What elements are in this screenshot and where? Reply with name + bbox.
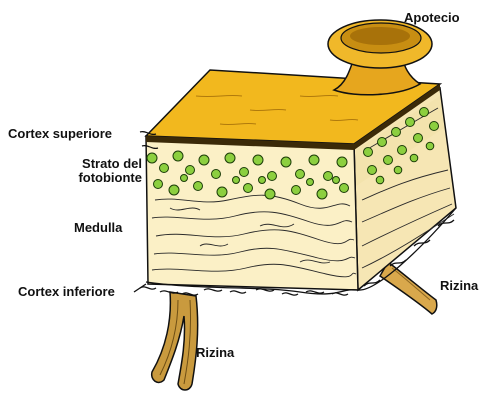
label-medulla: Medulla bbox=[74, 221, 122, 235]
label-rizina-right: Rizina bbox=[440, 279, 478, 293]
label-strato-del-fotobionte: Strato del fotobionte bbox=[46, 157, 142, 185]
label-rizina-bottom: Rizina bbox=[196, 346, 234, 360]
label-cortex-inferiore: Cortex inferiore bbox=[18, 285, 115, 299]
label-strato-line2: fotobionte bbox=[46, 171, 142, 185]
label-strato-line1: Strato del bbox=[46, 157, 142, 171]
label-apotecio: Apotecio bbox=[404, 11, 460, 25]
rhizine-bottom bbox=[152, 292, 198, 390]
rhizine-right bbox=[380, 262, 437, 314]
apothecium bbox=[328, 20, 432, 95]
label-cortex-superiore: Cortex superiore bbox=[8, 127, 112, 141]
